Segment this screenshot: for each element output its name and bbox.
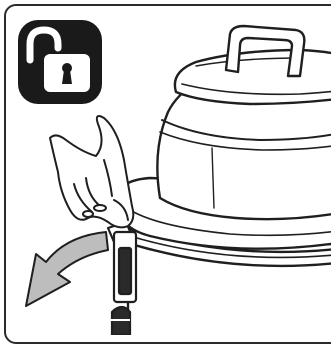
illustration-frame xyxy=(0,0,331,335)
hand xyxy=(50,116,133,227)
rotate-down-arrow-icon xyxy=(26,232,108,306)
instruction-illustration xyxy=(0,0,331,335)
unlock-icon xyxy=(18,20,102,104)
vacuum-head xyxy=(117,26,331,335)
lid-top-cap xyxy=(175,50,331,104)
